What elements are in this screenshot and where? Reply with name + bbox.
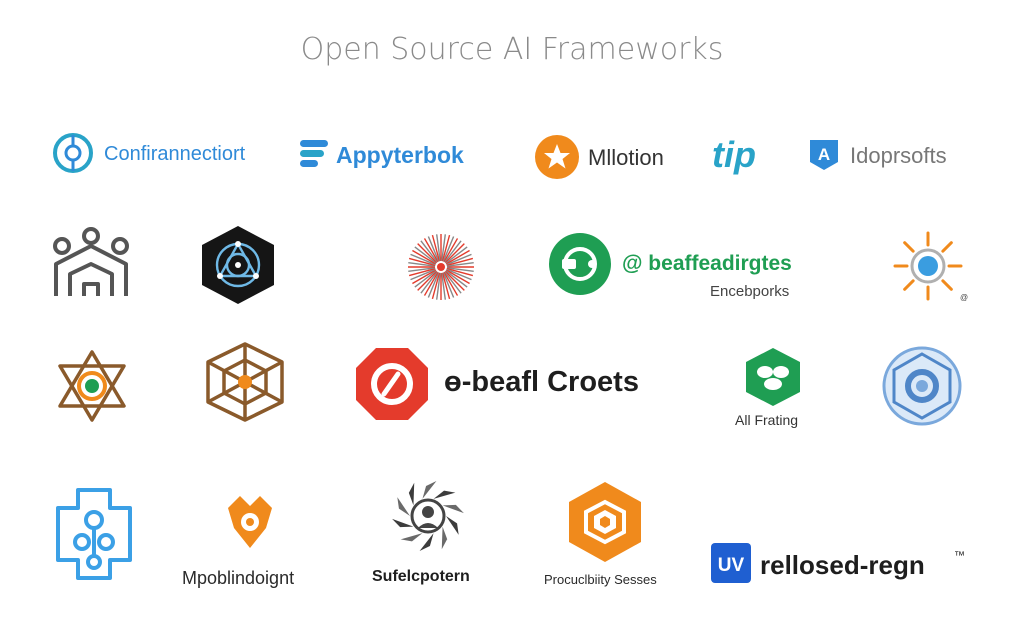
sun-gear-icon: @	[893, 231, 968, 302]
logo-name: rellosed-regn	[760, 550, 925, 580]
logo-sufelcpotern[interactable]: Sufelcpotern	[368, 478, 488, 590]
logo-hex-network[interactable]	[198, 224, 278, 306]
logo-cube-lattice[interactable]	[202, 340, 288, 424]
letter-a-icon: A	[810, 140, 838, 170]
logo-appyterbok[interactable]: Appyterbok	[298, 136, 498, 176]
chat-bubble-icon	[300, 140, 328, 167]
gear-sphere-icon	[882, 346, 962, 426]
logo-name: Mllotion	[588, 145, 664, 170]
logo-rellosed-regn[interactable]: UV rellosed-regn ™	[710, 542, 980, 586]
logo-name: Mpoblindoignt	[182, 568, 295, 588]
leaf-shield-icon	[746, 348, 800, 406]
logo-hexagram[interactable]	[52, 346, 132, 426]
octagon-icon	[356, 348, 428, 420]
logo-beafl-croets[interactable]: ɵ-beafl Croets	[354, 346, 684, 422]
logo-name: Confirannectiort	[104, 143, 246, 165]
logo-beaffeadirgtes[interactable]: @ beaffeadirgtes Encebporks	[548, 232, 818, 304]
svg-text:UV: UV	[718, 555, 745, 576]
logo-tip[interactable]: tip	[712, 134, 782, 180]
uw-square-icon: UV	[711, 543, 751, 583]
network-people-icon	[53, 227, 129, 296]
hex-network-icon	[202, 226, 274, 304]
aperture-icon	[392, 480, 464, 552]
logo-confirannectiort[interactable]: Confirannectiort	[50, 130, 280, 180]
flame-shield-icon	[228, 496, 272, 548]
logo-idoprsofts[interactable]: A Idoprsofts	[806, 136, 986, 176]
page-title: Open Source AI Frameworks	[300, 32, 724, 67]
logo-mllotion[interactable]: Mllotion	[534, 134, 694, 180]
circuit-icon	[53, 133, 93, 173]
logo-network-people[interactable]	[48, 226, 134, 306]
star-icon	[535, 135, 579, 179]
logo-subtitle: Encebporks	[710, 283, 790, 300]
logo-mpoblindoignt[interactable]: Mpoblindoignt	[180, 490, 320, 590]
logo-starburst[interactable]	[404, 230, 478, 304]
wrench-circle-icon	[549, 233, 611, 295]
logo-procuclbiity-sesses[interactable]: Procuclbiity Sesses	[540, 480, 670, 590]
logo-name: Sufelcpotern	[372, 568, 470, 585]
hexagram-icon	[58, 350, 126, 422]
logo-name: Appyterbok	[336, 142, 464, 168]
logo-hex-nodes[interactable]	[48, 486, 140, 582]
hex-nodes-icon	[56, 488, 132, 580]
logo-name: Procuclbiity Sesses	[544, 572, 657, 587]
logo-all-frating[interactable]: All Frating	[730, 346, 816, 432]
logo-sun-gear[interactable]: @	[888, 228, 974, 308]
svg-text:@: @	[960, 293, 968, 302]
orange-hex-cube-icon	[569, 482, 641, 562]
logo-name: Idoprsofts	[850, 143, 947, 168]
starburst-icon	[408, 234, 474, 300]
logo-name: All Frating	[735, 412, 799, 428]
logo-gear-sphere[interactable]	[880, 344, 964, 428]
logo-name: ɵ-beafl Croets	[444, 366, 639, 398]
svg-text:A: A	[818, 145, 830, 164]
cube-lattice-icon	[206, 342, 284, 422]
logo-name: tip	[712, 134, 756, 175]
trademark-mark: ™	[954, 550, 965, 562]
logo-name: @ beaffeadirgtes	[622, 252, 792, 275]
